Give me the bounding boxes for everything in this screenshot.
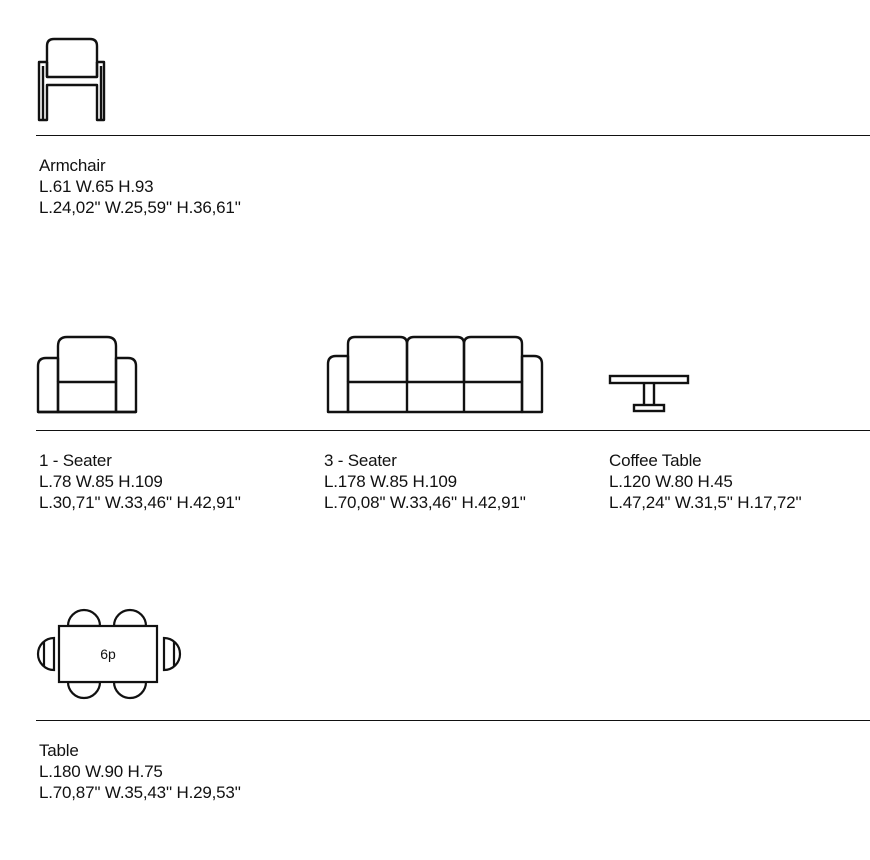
divider-armchair [36,135,870,136]
product-name: 3 - Seater [324,451,397,470]
metric-dimensions: L.78 W.85 H.109 [39,472,163,491]
coffee-table-icon [608,374,692,416]
three-seater-sofa-icon [326,334,544,416]
spec-three-seater: 3 - Seater L.178 W.85 H.109 L.70,08'' W.… [324,450,526,513]
imperial-dimensions: L.70,87'' W.35,43'' H.29,53'' [39,783,241,802]
spec-one-seater: 1 - Seater L.78 W.85 H.109 L.30,71'' W.3… [39,450,241,513]
imperial-dimensions: L.30,71'' W.33,46'' H.42,91'' [39,493,241,512]
metric-dimensions: L.180 W.90 H.75 [39,762,163,781]
imperial-dimensions: L.47,24'' W.31,5'' H.17,72'' [609,493,802,512]
metric-dimensions: L.178 W.85 H.109 [324,472,457,491]
dining-table-icon: 6p [36,604,182,702]
imperial-dimensions: L.24,02'' W.25,59'' H.36,61'' [39,198,241,217]
divider-sofas [36,430,870,431]
imperial-dimensions: L.70,08'' W.33,46'' H.42,91'' [324,493,526,512]
one-seater-sofa-icon [36,334,138,416]
spec-table: Table L.180 W.90 H.75 L.70,87'' W.35,43'… [39,740,241,803]
metric-dimensions: L.61 W.65 H.93 [39,177,154,196]
product-name: 1 - Seater [39,451,112,470]
product-name: Table [39,741,79,760]
product-name: Armchair [39,156,106,175]
metric-dimensions: L.120 W.80 H.45 [609,472,733,491]
product-name: Coffee Table [609,451,702,470]
spec-coffee-table: Coffee Table L.120 W.80 H.45 L.47,24'' W… [609,450,802,513]
armchair-icon [36,36,108,122]
seat-count-label: 6p [100,646,116,662]
spec-armchair: Armchair L.61 W.65 H.93 L.24,02'' W.25,5… [39,155,241,218]
divider-table [36,720,870,721]
